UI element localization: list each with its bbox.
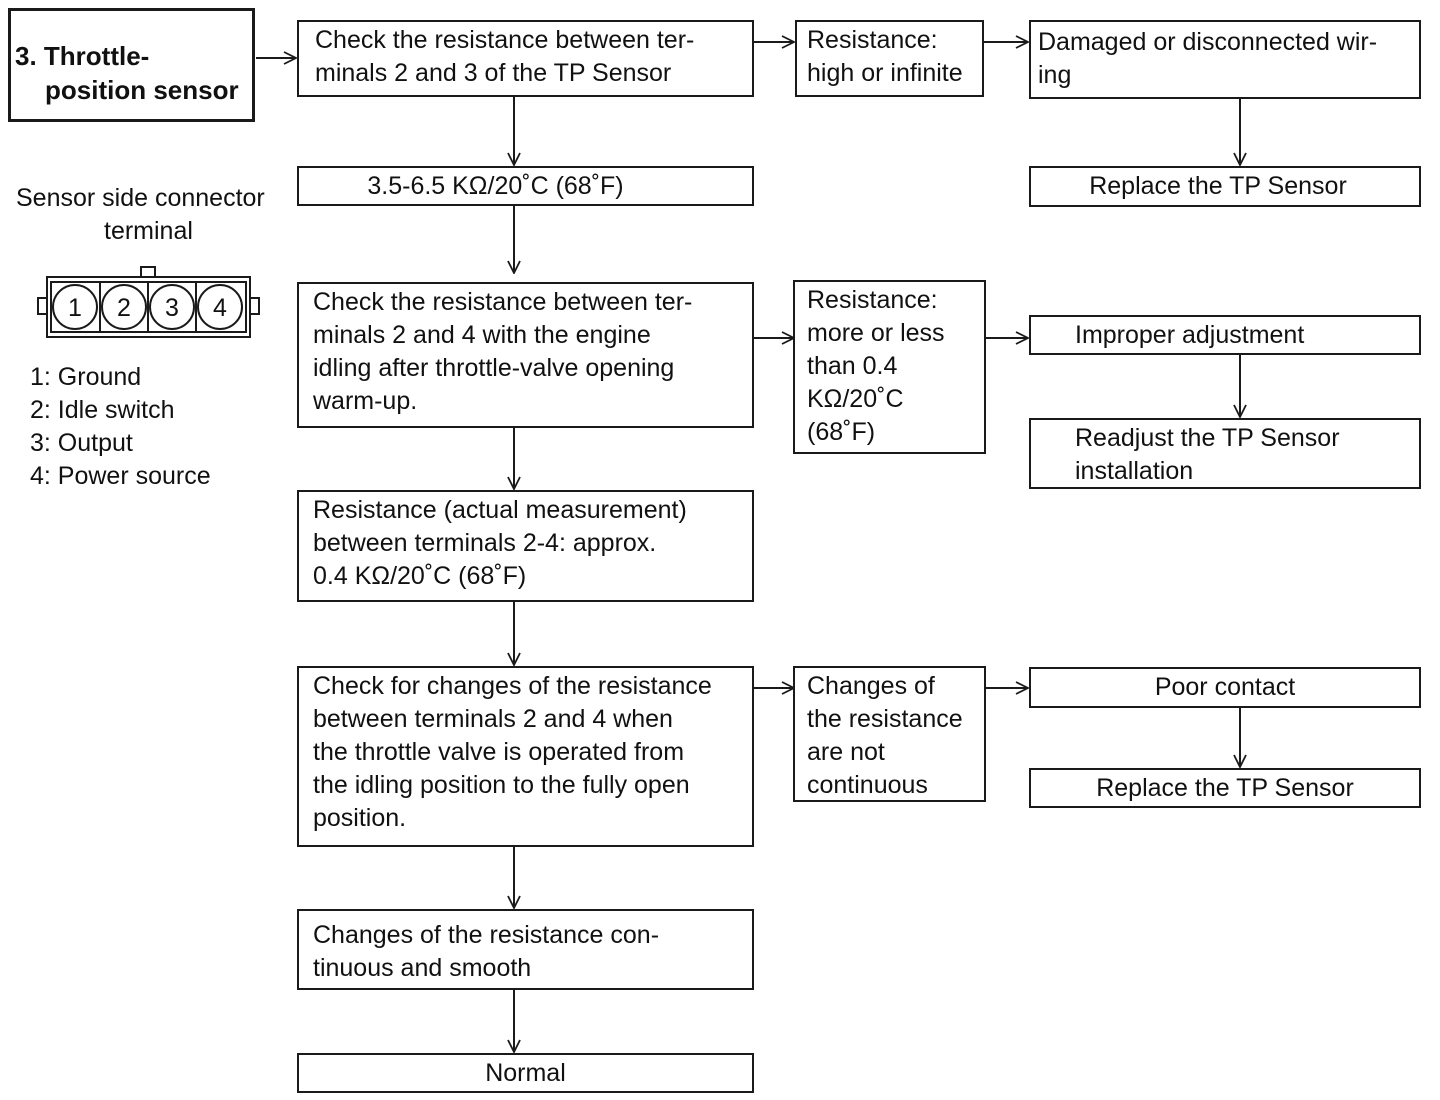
connector-caption-line1: Sensor side connector: [16, 184, 265, 212]
b1-action-box: Replace the TP Sensor: [1029, 166, 1421, 207]
b3-action-box: Replace the TP Sensor: [1029, 768, 1421, 808]
pin-2-label: 2: [117, 294, 131, 322]
section-title: 3. Throttle- position sensor: [8, 8, 255, 122]
connector-latch: [140, 266, 156, 278]
pin-3-circle: [149, 284, 195, 330]
spec1-box: 3.5-6.5 KΩ/20˚C (68˚F): [297, 166, 754, 206]
pin-4-circle: [197, 284, 243, 330]
step2-box: Check the resistance between ter- minals…: [297, 282, 754, 428]
connector-tab-left: [37, 297, 48, 315]
legend-item-ground: 1: Ground: [30, 363, 142, 391]
step3-box: Check for changes of the resistance betw…: [297, 666, 754, 847]
b2-action-box: Readjust the TP Sensor installation: [1029, 418, 1421, 489]
pin-3-label: 3: [165, 294, 179, 322]
spec2-box: Resistance (actual measurement) between …: [297, 490, 754, 602]
b3-cause-box: Poor contact: [1029, 667, 1421, 708]
step1-box: Check the resistance between ter- minals…: [297, 20, 754, 97]
legend-item-idle-switch: 2: Idle switch: [30, 396, 175, 424]
pin-1-circle: [52, 284, 98, 330]
connector-caption-line2: terminal: [104, 217, 193, 245]
legend-item-power-source: 4: Power source: [30, 462, 211, 490]
b1-cause-box: Damaged or disconnected wir- ing: [1029, 20, 1421, 99]
b2-cause-box: Improper adjustment: [1029, 315, 1421, 355]
pin-1-label: 1: [68, 294, 82, 322]
section-title-line2: position sensor: [45, 75, 239, 105]
b3-condition-box: Changes of the resistance are not contin…: [793, 666, 986, 802]
connector-tab-right: [249, 297, 260, 315]
connector-diagram: [37, 266, 260, 338]
section-title-line1: 3. Throttle-: [15, 41, 150, 71]
pin-4-label: 4: [213, 294, 227, 322]
b2-condition-box: Resistance: more or less than 0.4 KΩ/20˚…: [793, 280, 986, 454]
legend-item-output: 3: Output: [30, 429, 133, 457]
result3-box: Changes of the resistance con- tinuous a…: [297, 909, 754, 990]
pin-2-circle: [101, 284, 147, 330]
normal-box: Normal: [297, 1053, 754, 1093]
b1-condition-box: Resistance: high or infinite: [795, 20, 984, 97]
